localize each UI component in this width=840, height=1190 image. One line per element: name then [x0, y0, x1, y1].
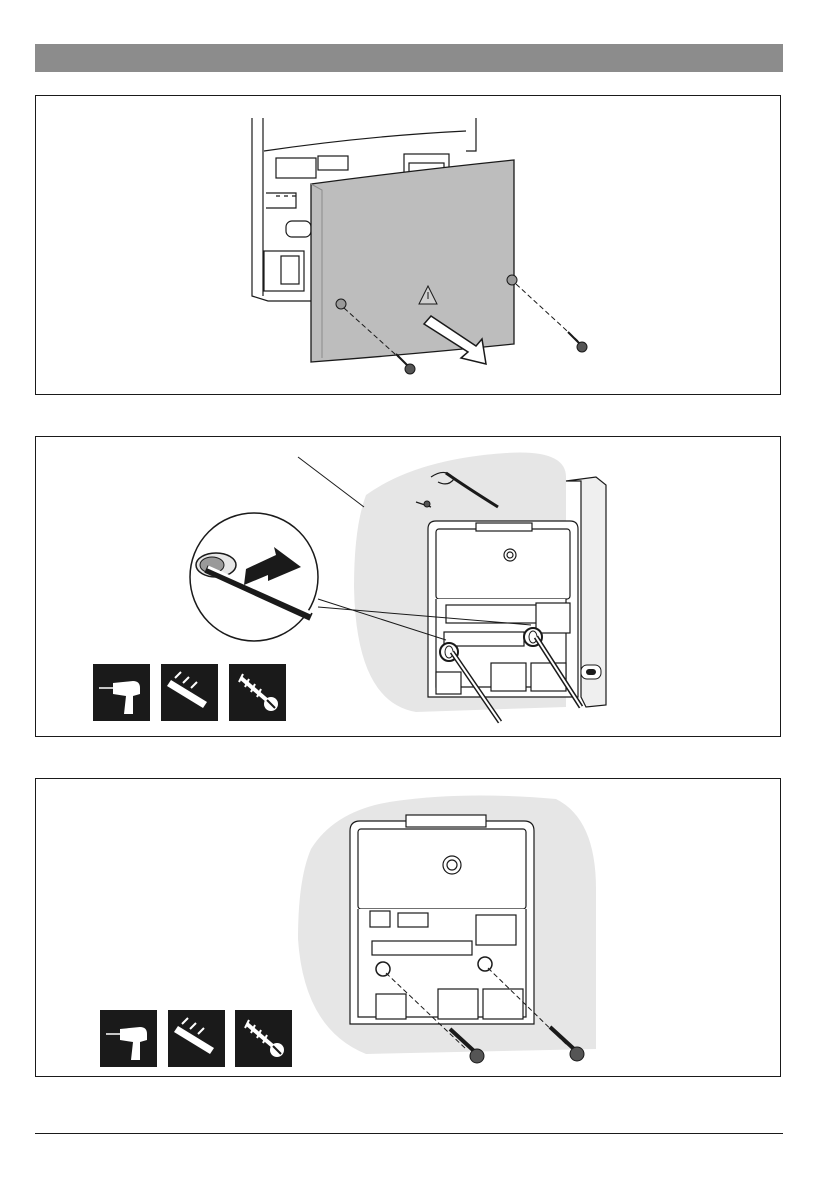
figure-remove-cover — [35, 95, 781, 395]
wall-plug-icon — [168, 1010, 225, 1067]
screw-icon — [235, 1010, 292, 1067]
zoom-detail — [190, 513, 318, 641]
figure-mark-holes — [35, 436, 781, 737]
cover-plate — [311, 160, 514, 362]
screw-right — [568, 332, 587, 352]
device-base — [350, 815, 534, 1024]
remove-cover-illustration — [36, 96, 782, 396]
section-header-bar — [35, 44, 783, 72]
figure-mount-base — [35, 778, 781, 1077]
footer-rule — [35, 1133, 783, 1134]
screw-left — [396, 354, 415, 374]
drill-icon — [100, 1010, 157, 1067]
drill-icon — [93, 664, 150, 721]
screw-icon — [229, 664, 286, 721]
wall-plug-icon — [161, 664, 218, 721]
